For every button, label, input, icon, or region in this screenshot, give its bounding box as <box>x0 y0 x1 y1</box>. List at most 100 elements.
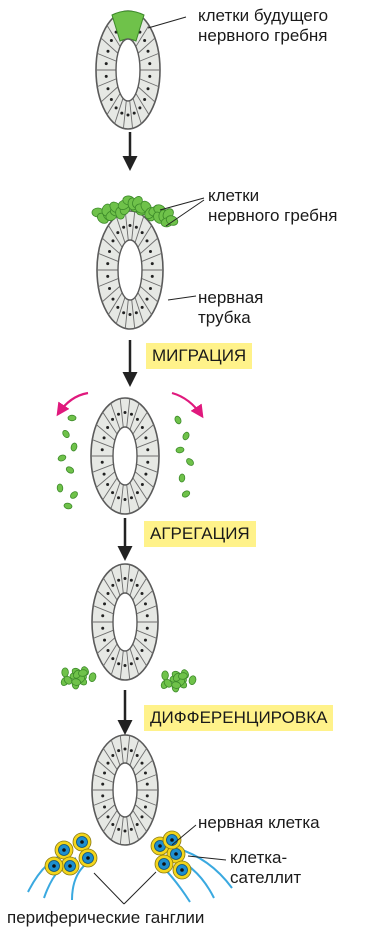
cell-nucleus <box>124 577 127 580</box>
crest-cell <box>64 502 73 509</box>
cell-nucleus <box>110 98 113 101</box>
cell-nucleus <box>148 75 151 78</box>
cell-nucleus <box>149 287 152 290</box>
cell-nucleus <box>141 649 144 652</box>
cell-nucleus <box>133 112 136 115</box>
cell-nucleus <box>106 50 109 53</box>
cell-nucleus <box>136 823 139 826</box>
cell-nucleus <box>124 830 127 833</box>
cell-nucleus <box>117 579 120 582</box>
crest-cell <box>188 675 197 686</box>
cell-nucleus <box>144 639 147 642</box>
cell-nucleus <box>124 748 127 751</box>
leader-satellite <box>188 856 226 860</box>
cell-nucleus <box>111 657 114 660</box>
cell-nucleus <box>111 584 114 587</box>
crest-cell <box>88 672 97 683</box>
label-tube-line2: трубка <box>198 308 251 328</box>
cell-nucleus <box>111 823 114 826</box>
cell-nucleus <box>103 806 106 809</box>
cell-nucleus <box>146 448 149 451</box>
migration-arrow-left <box>58 393 88 414</box>
nerve-cell-nucleus <box>68 864 72 868</box>
cell-nucleus <box>130 749 133 752</box>
cell-nucleus <box>101 794 104 797</box>
crest-cell <box>70 442 78 451</box>
label-future-crest-line1: клетки будущего <box>198 6 328 26</box>
cell-nucleus <box>111 298 114 301</box>
leader-future-crest <box>148 17 186 28</box>
cell-nucleus <box>103 473 106 476</box>
cell-nucleus <box>130 662 133 665</box>
nerve-cell-nucleus <box>80 840 84 844</box>
cell-nucleus <box>144 473 147 476</box>
cell-nucleus <box>143 98 146 101</box>
crest-cell <box>179 474 185 483</box>
tube-lumen <box>113 593 137 651</box>
cell-nucleus <box>120 112 123 115</box>
crest-cell <box>176 447 185 454</box>
neural-tube-stage-4 <box>92 564 158 680</box>
cell-nucleus <box>141 815 144 818</box>
cell-nucleus <box>129 224 132 227</box>
cell-nucleus <box>110 39 113 42</box>
neural-tube-stage-3 <box>91 398 159 514</box>
cell-nucleus <box>136 491 139 494</box>
cell-nucleus <box>103 602 106 605</box>
cell-nucleus <box>101 614 104 617</box>
cell-nucleus <box>106 87 109 90</box>
cell-nucleus <box>147 87 150 90</box>
cell-nucleus <box>147 50 150 53</box>
crest-cell <box>61 429 70 439</box>
crest-cell <box>182 431 191 441</box>
label-satellite-line1: клетка- <box>230 848 287 868</box>
cell-nucleus <box>106 483 109 486</box>
cell-nucleus <box>144 806 147 809</box>
cell-nucleus <box>148 62 151 65</box>
cell-nucleus <box>103 639 106 642</box>
cell-nucleus <box>124 664 127 667</box>
nerve-cell-nucleus <box>86 856 90 860</box>
cell-nucleus <box>141 306 144 309</box>
cell-nucleus <box>105 75 108 78</box>
neural-tube-stage-5 <box>92 735 158 845</box>
cell-nucleus <box>103 771 106 774</box>
cell-nucleus <box>111 418 114 421</box>
tube-lumen <box>113 763 137 817</box>
cell-nucleus <box>124 498 127 501</box>
label-satellite-line2: сателлит <box>230 868 301 888</box>
cell-nucleus <box>149 250 152 253</box>
nerve-cell-nucleus <box>170 838 174 842</box>
cell-nucleus <box>136 754 139 757</box>
cell-nucleus <box>151 262 154 265</box>
crest-cell <box>62 668 69 677</box>
cell-nucleus <box>146 627 149 630</box>
nerve-cell-nucleus <box>62 848 66 852</box>
cell-nucleus <box>105 62 108 65</box>
crest-cell <box>68 415 76 421</box>
cell-nucleus <box>117 662 120 665</box>
migration-arrow-right <box>172 393 202 416</box>
cell-nucleus <box>116 231 119 234</box>
cell-nucleus <box>117 496 120 499</box>
tube-lumen <box>116 39 140 101</box>
neural-tube-stage-1 <box>96 11 160 129</box>
cell-nucleus <box>115 106 118 109</box>
cell-nucleus <box>127 114 130 117</box>
crest-cell <box>57 454 66 462</box>
cell-nucleus <box>108 250 111 253</box>
cell-nucleus <box>146 461 149 464</box>
cell-nucleus <box>116 306 119 309</box>
crest-cell <box>162 671 169 680</box>
cell-nucleus <box>146 298 149 301</box>
cell-nucleus <box>136 657 139 660</box>
cell-nucleus <box>146 239 149 242</box>
crest-cell <box>65 466 75 475</box>
cell-nucleus <box>151 275 154 278</box>
cell-nucleus <box>146 783 149 786</box>
crest-cell <box>181 490 191 499</box>
cell-nucleus <box>111 491 114 494</box>
cell-nucleus <box>111 754 114 757</box>
tube-lumen <box>113 427 137 485</box>
